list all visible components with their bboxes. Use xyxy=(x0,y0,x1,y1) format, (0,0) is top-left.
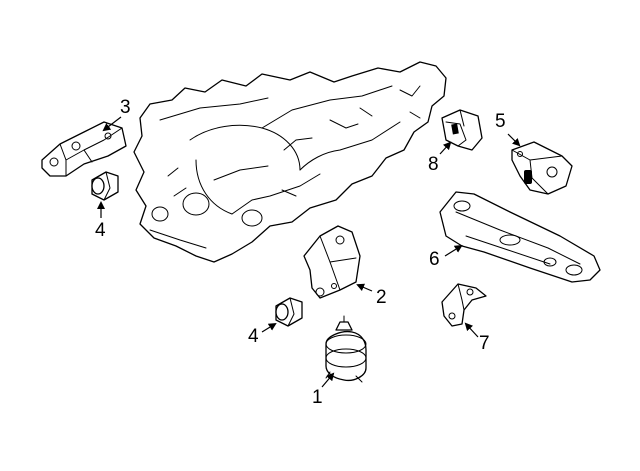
leader-1 xyxy=(321,372,335,388)
bushing-lower xyxy=(275,297,303,327)
bracket-left xyxy=(303,225,361,299)
callout-7: 7 xyxy=(479,333,490,354)
mount-front xyxy=(325,315,367,383)
callout-3: 3 xyxy=(120,97,131,118)
callout-1: 1 xyxy=(312,387,323,408)
mount-bracket-rear-left xyxy=(41,121,127,177)
stopper-bracket xyxy=(441,109,483,151)
callout-5: 5 xyxy=(495,111,506,132)
callout-4-lower: 4 xyxy=(248,326,259,347)
bracket-small xyxy=(441,283,487,327)
leader-2 xyxy=(356,283,373,292)
callout-4-upper: 4 xyxy=(95,220,106,241)
leader-5 xyxy=(507,133,521,147)
leader-4-lower xyxy=(261,322,277,333)
callout-8: 8 xyxy=(428,154,439,175)
leader-6 xyxy=(444,244,463,257)
callout-6: 6 xyxy=(429,249,440,270)
leader-7 xyxy=(464,322,479,338)
bushing-upper xyxy=(91,171,119,201)
callout-2: 2 xyxy=(376,287,387,308)
crossmember xyxy=(439,191,601,283)
engine-transmission-assembly xyxy=(133,61,447,263)
leader-8 xyxy=(439,141,452,155)
mount-rear-right xyxy=(511,141,573,195)
leader-3 xyxy=(102,116,122,132)
